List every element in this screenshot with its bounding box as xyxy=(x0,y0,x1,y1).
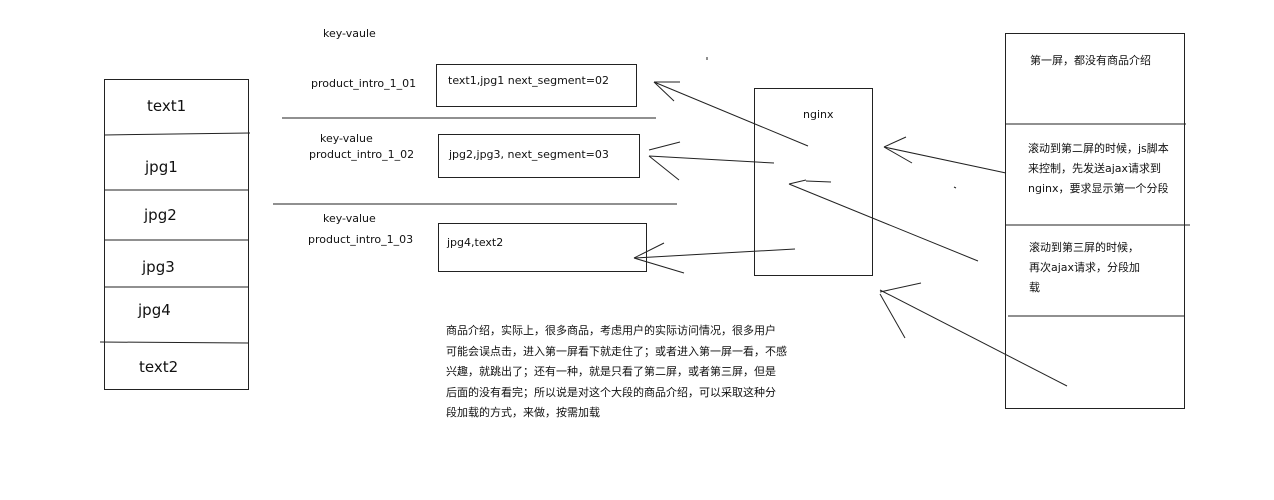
screen2-text: 滚动到第二屏的时候，js脚本 来控制，先发送ajax请求到 nginx，要求显示… xyxy=(1028,139,1169,199)
key-name-3: product_intro_1_03 xyxy=(308,233,414,246)
screen3-line-1: 滚动到第三屏的时候， xyxy=(1029,241,1139,254)
explanation-line-4: 后面的没有看完；所以说是对这个大段的商品介绍，可以采取这种分 xyxy=(446,385,776,399)
value-text-1: text1,jpg1 next_segment=02 xyxy=(448,74,610,87)
header-key-label: key-vaule xyxy=(323,27,376,40)
explanation-line-5: 段加载的方式，来做，按需加载 xyxy=(446,406,600,419)
segment-column xyxy=(104,79,249,390)
key-label-2: key-value xyxy=(320,132,373,145)
screen2-line-3: nginx，要求显示第一个分段 xyxy=(1028,182,1169,195)
segment-label-jpg1: jpg1 xyxy=(145,158,178,176)
value-box-2 xyxy=(438,134,640,178)
explanation-line-1: 商品介绍，实际上，很多商品，考虑用户的实际访问情况，很多用户 xyxy=(446,324,776,337)
segment-label-text1: text1 xyxy=(147,97,187,115)
key-name-1: product_intro_1_01 xyxy=(311,77,417,90)
screen1-text: 第一屏，都没有商品介绍 xyxy=(1030,54,1151,67)
screen3-line-2: 再次ajax请求，分段加 xyxy=(1029,261,1141,274)
key-label-3: key-value xyxy=(323,212,376,225)
value-box-1 xyxy=(436,64,637,107)
explanation-line-3: 兴趣，就跳出了；还有一种，就是只看了第二屏，或者第三屏，但是 xyxy=(446,365,776,378)
segment-label-text2: text2 xyxy=(139,358,179,376)
screen3-text: 滚动到第三屏的时候， 再次ajax请求，分段加 载 xyxy=(1029,238,1140,298)
screens-panel xyxy=(1005,33,1185,409)
segment-label-jpg2: jpg2 xyxy=(144,206,177,224)
nginx-box xyxy=(754,88,873,276)
segment-label-jpg4: jpg4 xyxy=(138,301,171,319)
key-name-2: product_intro_1_02 xyxy=(309,148,415,161)
explanation-paragraph: 商品介绍，实际上，很多商品，考虑用户的实际访问情况，很多用户 可能会误点击，进入… xyxy=(446,321,787,424)
explanation-line-2: 可能会误点击，进入第一屏看下就走住了；或者进入第一屏一看，不感 xyxy=(446,344,787,358)
screen2-line-1: 滚动到第二屏的时候，js脚本 xyxy=(1028,142,1169,155)
value-text-2: jpg2,jpg3, next_segment=03 xyxy=(449,148,609,161)
screen2-line-2: 来控制，先发送ajax请求到 xyxy=(1028,162,1162,175)
value-text-3: jpg4,text2 xyxy=(447,236,504,249)
nginx-label: nginx xyxy=(803,108,834,121)
segment-label-jpg3: jpg3 xyxy=(142,258,175,276)
value-box-3 xyxy=(438,223,647,272)
screen3-line-3: 载 xyxy=(1029,281,1040,294)
